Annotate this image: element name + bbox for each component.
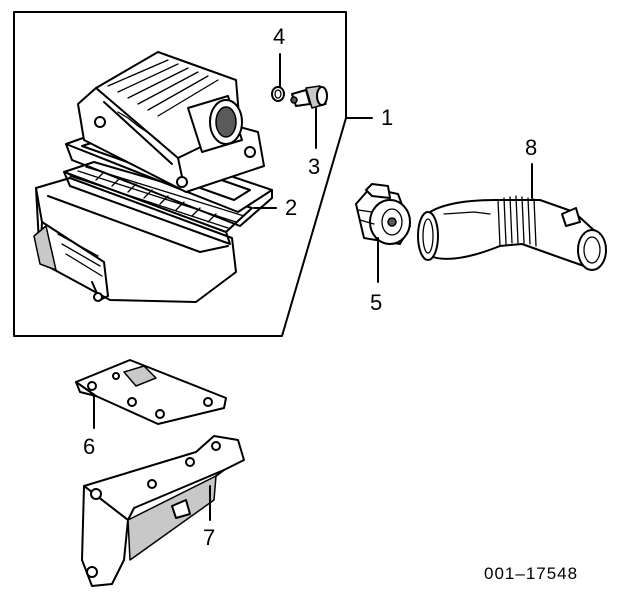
callout-8: 8	[525, 135, 538, 160]
sensor-part-3	[290, 85, 328, 109]
callout-1: 1	[381, 105, 394, 130]
airflow-sensor-part-5	[355, 183, 411, 245]
callout-2: 2	[285, 195, 298, 220]
leader-lines	[93, 53, 533, 521]
air-cleaner-lower-housing	[33, 177, 237, 303]
assembly-frame	[13, 11, 347, 337]
callout-6: 6	[83, 434, 96, 459]
support-bracket-part-7	[81, 435, 245, 587]
diagram-reference-number: 001–17548	[484, 564, 579, 583]
callout-7: 7	[203, 525, 216, 550]
intake-duct-part-8	[417, 195, 607, 271]
air-filter-element	[63, 161, 253, 245]
callout-5: 5	[370, 290, 383, 315]
callout-4: 4	[273, 24, 286, 49]
air-cleaner-assembly	[33, 51, 273, 303]
callout-3: 3	[308, 154, 321, 179]
air-cleaner-upper-cover	[77, 51, 265, 193]
mounting-plate-part-6	[75, 359, 227, 425]
grommet-part-4	[271, 86, 285, 102]
